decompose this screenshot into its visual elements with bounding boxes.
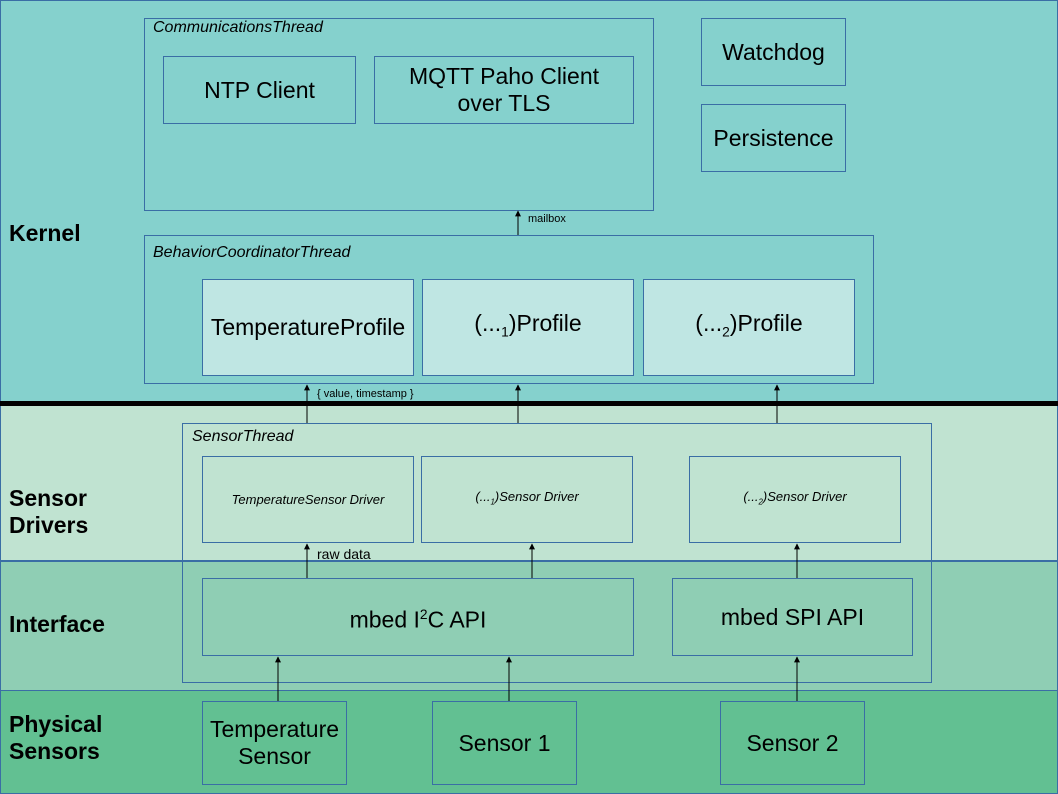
i2c-api-label: mbed I2C API xyxy=(350,601,487,634)
sensor-driver-1-box: (...1)Sensor Driver xyxy=(421,456,633,543)
sensor-1-label: Sensor 1 xyxy=(458,729,551,756)
sensor-drivers-label: Sensor Drivers xyxy=(9,485,88,539)
physical-sensors-label-line1: Physical xyxy=(9,711,103,737)
mailbox-label: mailbox xyxy=(528,213,566,225)
physical-sensors-label-line2: Sensors xyxy=(9,738,100,764)
sensor-driver-1-suffix: )Sensor Driver xyxy=(494,489,579,505)
sensor-driver-2-subscript: 2 xyxy=(758,497,763,507)
behavior-coordinator-thread-box xyxy=(144,235,874,384)
behavior-coordinator-thread-title: BehaviorCoordinatorThread xyxy=(153,244,351,261)
value-timestamp-label: { value, timestamp } xyxy=(317,388,414,400)
persistence-label: Persistence xyxy=(713,124,834,151)
spi-api-box: mbed SPI API xyxy=(672,578,913,656)
temperature-sensor-box: Temperature Sensor xyxy=(202,701,347,785)
sensor-drivers-label-line1: Sensor xyxy=(9,485,87,511)
spi-api-label: mbed SPI API xyxy=(720,603,865,630)
sensor-drivers-layer xyxy=(0,406,1058,561)
watchdog-label: Watchdog xyxy=(722,38,825,65)
profile-1-subscript: 1 xyxy=(501,324,509,340)
temperature-sensor-driver-label: TemperatureSensor Driver xyxy=(231,492,385,507)
temperature-sensor-label-line2: Sensor xyxy=(238,743,311,769)
profile-1-suffix: )Profile xyxy=(508,309,582,336)
physical-sensors-label: Physical Sensors xyxy=(9,711,102,765)
sensor-thread-box xyxy=(182,423,932,683)
sensor-thread-title: SensorThread xyxy=(192,428,294,445)
profile-1-label: (...1)Profile xyxy=(474,310,581,346)
persistence-box: Persistence xyxy=(701,104,846,172)
watchdog-box: Watchdog xyxy=(701,18,846,86)
sensor-driver-2-box: (...2)Sensor Driver xyxy=(689,456,901,543)
communications-thread-box xyxy=(144,18,654,211)
communications-thread-title: CommunicationsThread xyxy=(153,19,323,36)
physical-sensors-layer xyxy=(0,690,1058,794)
sensor-driver-2-suffix: )Sensor Driver xyxy=(762,489,847,505)
sensor-driver-1-label: (...1)Sensor Driver xyxy=(475,483,578,516)
mqtt-client-box: MQTT Paho Client over TLS xyxy=(374,56,634,124)
sensor-2-box: Sensor 2 xyxy=(720,701,865,785)
interface-layer xyxy=(0,561,1058,691)
profile-1-prefix: (... xyxy=(474,309,502,336)
sensor-driver-1-prefix: (... xyxy=(475,489,491,505)
sensor-driver-2-prefix: (... xyxy=(743,489,759,505)
temperature-profile-label: TemperatureProfile xyxy=(210,314,406,340)
sensor-driver-1-subscript: 1 xyxy=(490,497,495,507)
temperature-sensor-driver-box: TemperatureSensor Driver xyxy=(202,456,414,543)
sensor-drivers-label-line2: Drivers xyxy=(9,512,89,538)
sensor-1-box: Sensor 1 xyxy=(432,701,577,785)
temperature-sensor-label-line1: Temperature xyxy=(209,716,340,742)
profile-2-subscript: 2 xyxy=(722,324,730,340)
profile-1-box: (...1)Profile xyxy=(422,279,634,376)
ntp-client-box: NTP Client xyxy=(163,56,356,124)
interface-label: Interface xyxy=(9,611,105,637)
raw-data-label: raw data xyxy=(317,546,371,562)
profile-2-box: (...2)Profile xyxy=(643,279,855,376)
kernel-divider xyxy=(0,401,1058,406)
profile-2-suffix: )Profile xyxy=(729,309,803,336)
i2c-api-box: mbed I2C API xyxy=(202,578,634,656)
mqtt-client-label-line1: MQTT Paho Client xyxy=(408,63,600,89)
mqtt-client-label-line2: over TLS xyxy=(457,90,551,116)
i2c-api-superscript: 2 xyxy=(419,606,428,622)
temperature-profile-box: TemperatureProfile xyxy=(202,279,414,376)
sensor-2-label: Sensor 2 xyxy=(746,729,839,756)
profile-2-prefix: (... xyxy=(695,309,723,336)
profile-2-label: (...2)Profile xyxy=(695,310,802,346)
kernel-label: Kernel xyxy=(9,220,81,246)
ntp-client-label: NTP Client xyxy=(204,76,315,103)
sensor-driver-2-label: (...2)Sensor Driver xyxy=(743,483,846,516)
i2c-api-prefix: mbed I xyxy=(349,606,420,633)
i2c-api-suffix: C API xyxy=(427,606,487,633)
